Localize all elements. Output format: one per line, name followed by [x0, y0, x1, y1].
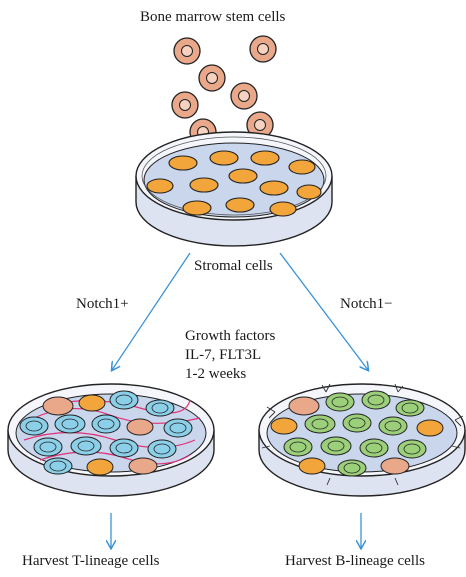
stromal-processes — [261, 383, 464, 486]
b-lineage-petri-dish — [258, 383, 466, 497]
figure-title: Bone marrow stem cells — [140, 9, 286, 25]
stem-cell — [198, 64, 226, 92]
b-lineage-cells — [270, 390, 444, 477]
stromal-petri-dish — [135, 131, 333, 247]
stem-cell — [249, 35, 277, 63]
stem-cells — [171, 35, 277, 146]
notch1-positive-arrow — [112, 252, 191, 370]
stem-cell — [246, 111, 274, 139]
stem-cell — [173, 37, 201, 65]
conditions-line-3: 1-2 weeks — [185, 366, 247, 382]
stromal-cells-label: Stromal cells — [194, 258, 273, 274]
notch1-negative-label: Notch1− — [340, 296, 393, 312]
t-lineage-cells — [19, 390, 193, 476]
conditions-line-2: IL-7, FLT3L — [185, 347, 262, 363]
stromal-cells — [146, 150, 322, 217]
pathway-arrows — [111, 252, 368, 548]
stem-cell — [171, 91, 199, 119]
harvest-b-lineage-label: Harvest B-lineage cells — [285, 553, 425, 569]
conditions-line-1: Growth factors — [185, 328, 276, 344]
t-lineage-petri-dish — [7, 383, 215, 497]
notch1-positive-label: Notch1+ — [76, 296, 129, 312]
culture-conditions: Growth factors IL-7, FLT3L 1-2 weeks — [185, 327, 275, 384]
stem-cell — [230, 82, 258, 110]
harvest-t-lineage-label: Harvest T-lineage cells — [22, 553, 160, 569]
notch1-negative-arrow — [279, 252, 368, 370]
